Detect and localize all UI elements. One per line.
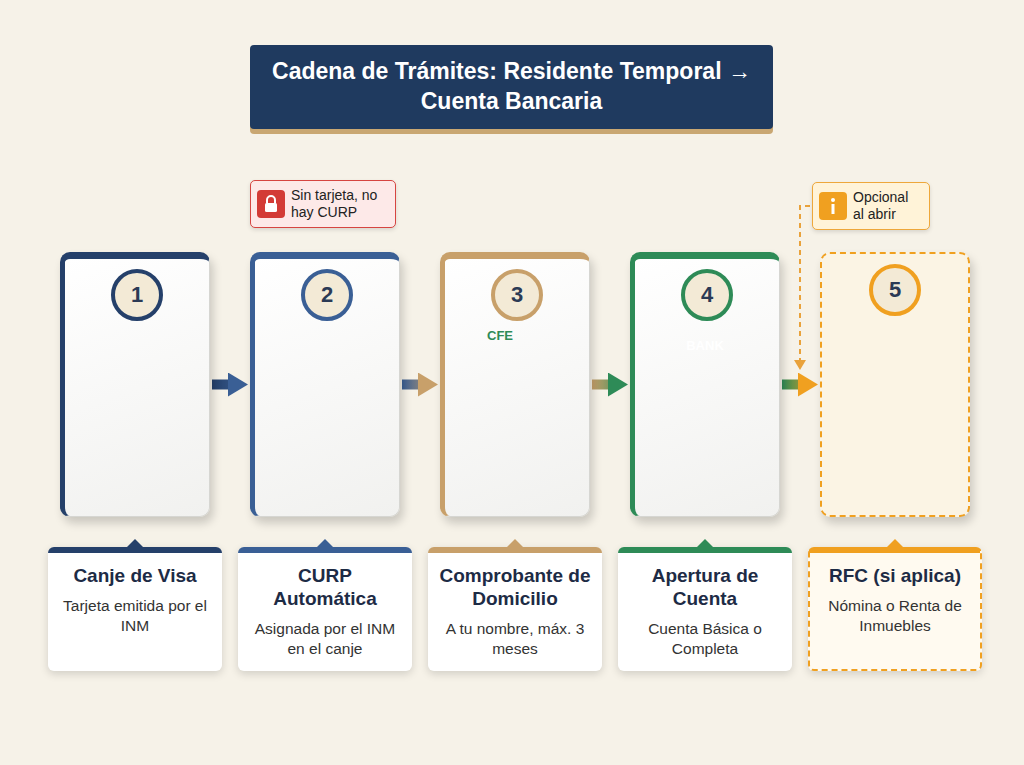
lock-shackle [267,196,275,203]
info-dot [831,198,835,202]
callout-badge: Sin tarjeta, no hay CURP [250,180,396,228]
step-heading: Canje de Visa [56,565,214,588]
flow-arrow [402,380,418,390]
leader-head [794,360,806,370]
step-tile: 1 [60,252,210,517]
bank-sign: BANK [686,338,724,353]
dashed-leader [800,206,810,360]
step-number: 5 [869,264,921,316]
step-caption: Apertura de CuentaCuenta Básica o Comple… [618,547,792,671]
step-number: 3 [491,269,543,321]
step-number: 1 [111,269,163,321]
step-description: Nómina o Renta de Inmuebles [818,596,972,636]
step-tile: 4 [630,252,780,517]
step-caption: RFC (si aplica) Nómina o Renta de Inmuebl… [808,547,982,671]
lock-icon [257,190,285,218]
step-tile: 3 [440,252,590,517]
title-text: Cadena de Trámites: Residente Temporal →… [262,57,762,117]
step-tile: 5 [820,252,970,517]
lock-glyph [257,190,285,218]
bill-logo: CFE [487,328,513,343]
leader-line [794,206,810,370]
step-caption: Comprobante de Domicilio A tu nombre, máx… [428,547,602,671]
callout-text: Sin tarjeta, no hay CURP [291,187,389,222]
callout-badge: Opcional al abrir [812,182,930,230]
info-stem [832,204,835,214]
flow-arrow [592,380,608,390]
caption-notch [697,539,713,547]
caption-notch [507,539,523,547]
info-glyph [819,192,847,220]
step-description: Tarjeta emitida por el INM [56,596,214,636]
callout-text: Opcional al abrir [853,189,923,224]
step-tile: 2 [250,252,400,517]
caption-notch [317,539,333,547]
step-heading: CURP Automática [246,565,404,611]
step-heading: RFC (si aplica) [818,565,972,588]
step-description: A tu nombre, máx. 3 meses [436,619,594,659]
step-caption: CURP AutomáticaAsignada por el INM en el… [238,547,412,671]
title-banner: Cadena de Trámites: Residente Temporal →… [250,45,773,129]
flow-arrow [212,380,228,390]
lock-body [265,203,277,212]
step-heading: Apertura de Cuenta [626,565,784,611]
step-description: Cuenta Básica o Completa [626,619,784,659]
step-caption: Canje de VisaTarjeta emitida por el INM [48,547,222,671]
step-heading: Comprobante de Domicilio [436,565,594,611]
step-number: 2 [301,269,353,321]
step-description: Asignada por el INM en el canje [246,619,404,659]
flow-arrow [782,380,798,390]
step-number: 4 [681,269,733,321]
caption-notch [887,539,903,547]
caption-notch [127,539,143,547]
info-icon [819,192,847,220]
